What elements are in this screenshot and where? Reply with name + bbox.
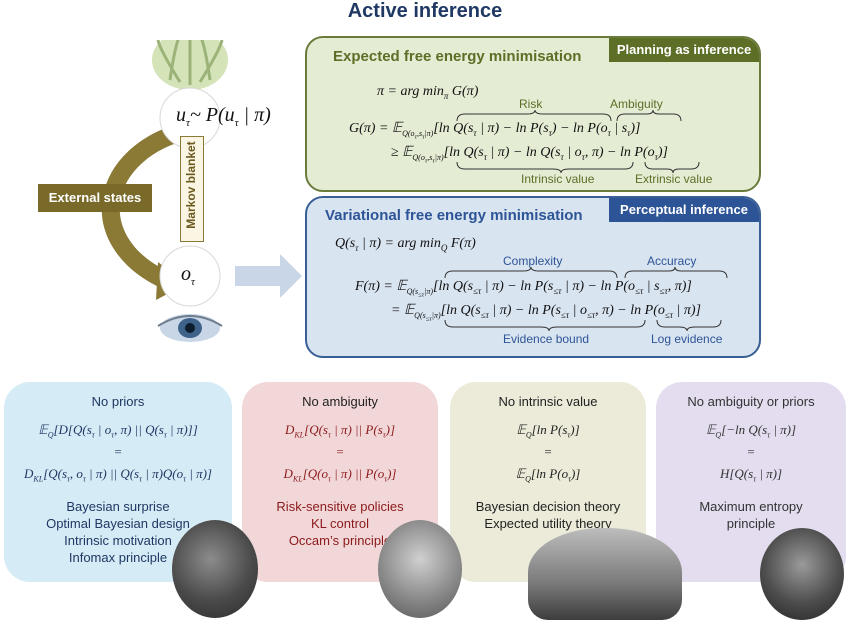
card-eq-mid: =	[336, 444, 344, 459]
card-eq-top: DKL[Q(sτ | π) || P(sτ)]	[284, 422, 396, 440]
card-title: No intrinsic value	[498, 394, 598, 409]
card-label-3: Intrinsic motivation	[64, 533, 172, 548]
efe-overbraces	[456, 110, 682, 122]
vfe-eq1: Q(sτ | π) = arg minQ F(π)	[335, 236, 476, 253]
portrait-4	[760, 528, 844, 620]
vfe-tag: Perceptual inference	[609, 198, 759, 222]
efe-underbraces	[456, 162, 700, 174]
card-title: No ambiguity	[302, 394, 378, 409]
card-eq-mid: =	[747, 444, 755, 459]
vfe-log-evidence-label: Log evidence	[651, 332, 723, 346]
card-title: No ambiguity or priors	[687, 394, 815, 409]
external-states-badge: External states	[38, 184, 152, 212]
card-eq-bottom: 𝔼Q[ln P(oτ)]	[515, 466, 581, 484]
card-label-1: Bayesian decision theory	[475, 499, 621, 514]
efe-risk-label: Risk	[519, 97, 543, 111]
portrait-2	[378, 520, 462, 618]
vfe-eq3: = 𝔼Q(s≤τ|π)[ln Q(s≤τ | π) − ln P(s≤τ | o…	[391, 303, 702, 323]
efe-ambiguity-label: Ambiguity	[610, 97, 663, 111]
vfe-underbraces	[444, 320, 722, 332]
card-eq-top: 𝔼Q[D[Q(sτ | oτ, π) || Q(sτ | π)]]	[38, 422, 198, 440]
card-label-2: Optimal Bayesian design	[46, 516, 190, 531]
card-label-1: Risk-sensitive policies	[276, 499, 404, 514]
vfe-complexity-label: Complexity	[503, 254, 563, 268]
efe-tag: Planning as inference	[609, 38, 759, 62]
portrait-1	[172, 520, 258, 618]
markov-blanket-label: Markov blanket	[184, 141, 198, 229]
plant-icon	[152, 40, 228, 90]
card-eq-top: 𝔼Q[−ln Q(sτ | π)]	[705, 422, 797, 440]
cycle-diagram	[101, 40, 302, 342]
card-label-4: Infomax principle	[68, 550, 168, 565]
portrait-3	[528, 528, 682, 620]
observation-label: oτ	[181, 263, 195, 288]
card-label-3: Occam’s principle	[288, 533, 392, 548]
card-label-1: Bayesian surprise	[66, 499, 170, 514]
efe-eq3: ≥ 𝔼Q(oτ,sτ|π)[ln Q(sτ | π) − ln Q(sτ | o…	[391, 145, 668, 165]
card-label-2: KL control	[310, 516, 370, 531]
vfe-title: Variational free energy minimisation	[325, 207, 583, 224]
eye-icon	[157, 314, 223, 342]
vfe-overbraces	[444, 267, 728, 279]
card-eq-mid: =	[114, 444, 122, 459]
card-eq-bottom: H[Q(sτ | π)]	[719, 466, 783, 484]
card-eq-top: 𝔼Q[ln P(sτ)]	[516, 422, 580, 440]
external-states-label: External states	[48, 190, 142, 205]
efe-eq2: G(π) = 𝔼Q(oτ,sτ|π)[ln Q(sτ | π) − ln P(s…	[349, 121, 641, 141]
card-eq-mid: =	[544, 444, 552, 459]
card-no-ambiguity: No ambiguity DKL[Q(sτ | π) || P(sτ)] = D…	[242, 382, 438, 582]
efe-eq1: π = arg minπ G(π)	[377, 84, 479, 101]
efe-intrinsic-label: Intrinsic value	[521, 172, 595, 186]
card-title: No priors	[91, 394, 145, 409]
observation-node	[159, 245, 221, 307]
efe-panel: Expected free energy minimisation Planni…	[305, 36, 761, 192]
vfe-panel: Variational free energy minimisation Per…	[305, 196, 761, 358]
efe-title: Expected free energy minimisation	[333, 48, 582, 65]
action-label: uτ~ P(uτ | π)	[176, 104, 271, 129]
card-eq-bottom: DKL[Q(oτ | π) || P(oτ)]	[283, 466, 397, 484]
vfe-evidence-bound-label: Evidence bound	[503, 332, 590, 346]
card-label-1: Maximum entropy	[699, 499, 803, 514]
observation-arrow	[235, 254, 302, 298]
efe-extrinsic-label: Extrinsic value	[635, 172, 713, 186]
card-label-2: principle	[726, 516, 776, 531]
card-eq-bottom: DKL[Q(sτ, oτ | π) || Q(sτ | π)Q(oτ | π)]	[24, 466, 212, 484]
markov-blanket-box	[180, 136, 204, 242]
card-label-2: Expected utility theory	[484, 516, 612, 531]
vfe-accuracy-label: Accuracy	[647, 254, 697, 268]
vfe-eq2: F(π) = 𝔼Q(s≤τ|π)[ln Q(s≤τ | π) − ln P(s≤…	[355, 279, 692, 299]
page-title: Active inference	[347, 0, 503, 22]
